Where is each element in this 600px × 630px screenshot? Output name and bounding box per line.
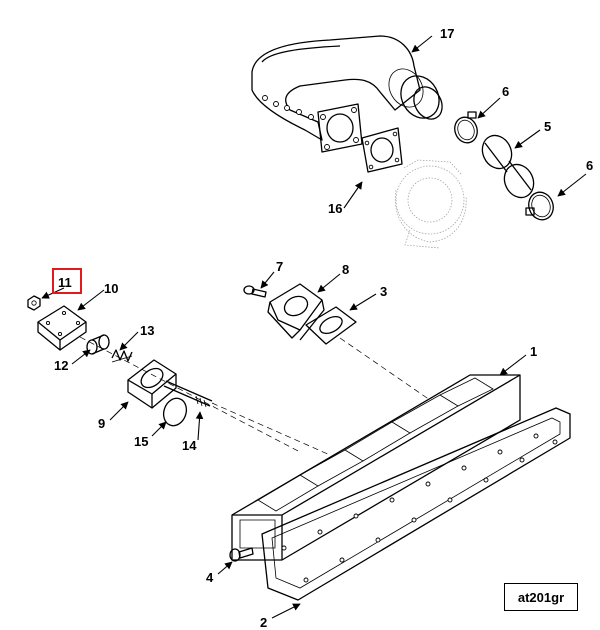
gasket-part-2: [261, 407, 571, 601]
sleeve-part-5: [481, 134, 535, 199]
gasket-part-17: [361, 127, 403, 173]
shaft-part-14: [163, 380, 213, 408]
callout-8: 8: [342, 262, 349, 277]
callout-17: 16: [328, 201, 342, 216]
cover-plate-part-10: [37, 305, 87, 351]
callout-16: 17: [440, 26, 454, 41]
callout-10: 10: [104, 281, 118, 296]
housing-part-9: [127, 359, 177, 409]
callout-15: 15: [134, 434, 148, 449]
bolt-part-7: [243, 285, 267, 298]
callout-1: 1: [530, 344, 537, 359]
callout-5: 5: [544, 119, 551, 134]
spacer-part-12: [86, 334, 110, 355]
callout-11-highlight-box: [52, 268, 82, 294]
callout-9: 9: [98, 416, 105, 431]
callout-13: 13: [140, 323, 154, 338]
figure-id-label: at201gr: [517, 589, 565, 605]
callout-7: 7: [276, 259, 283, 274]
callout-6-upper: 6: [502, 84, 509, 99]
callout-12: 12: [54, 358, 68, 373]
exhaust-elbow-part-16: [251, 35, 443, 153]
assembly-alignment-lines: [79, 336, 431, 456]
nut-part-11: [27, 295, 41, 311]
callout-11: 11: [58, 275, 72, 290]
ghost-turbocharger: [394, 159, 467, 249]
gasket-part-3: [305, 306, 357, 345]
spring-part-13: [111, 349, 133, 363]
callout-6-lower: 6: [586, 158, 593, 173]
callout-leaders: [41, 35, 587, 619]
adapter-part-8: [267, 283, 325, 341]
gasket-part-15: [162, 397, 188, 427]
bolt-part-4: [229, 547, 254, 562]
callout-2: 2: [260, 615, 267, 630]
figure-reference-box: at201gr: [504, 583, 578, 611]
clamp-part-6-lower: [525, 191, 554, 221]
manifold-part-1: [231, 374, 521, 561]
callout-4: 4: [206, 570, 214, 585]
callout-3: 3: [380, 284, 387, 299]
clamp-part-6-upper: [454, 111, 478, 144]
callout-14: 14: [182, 438, 197, 453]
